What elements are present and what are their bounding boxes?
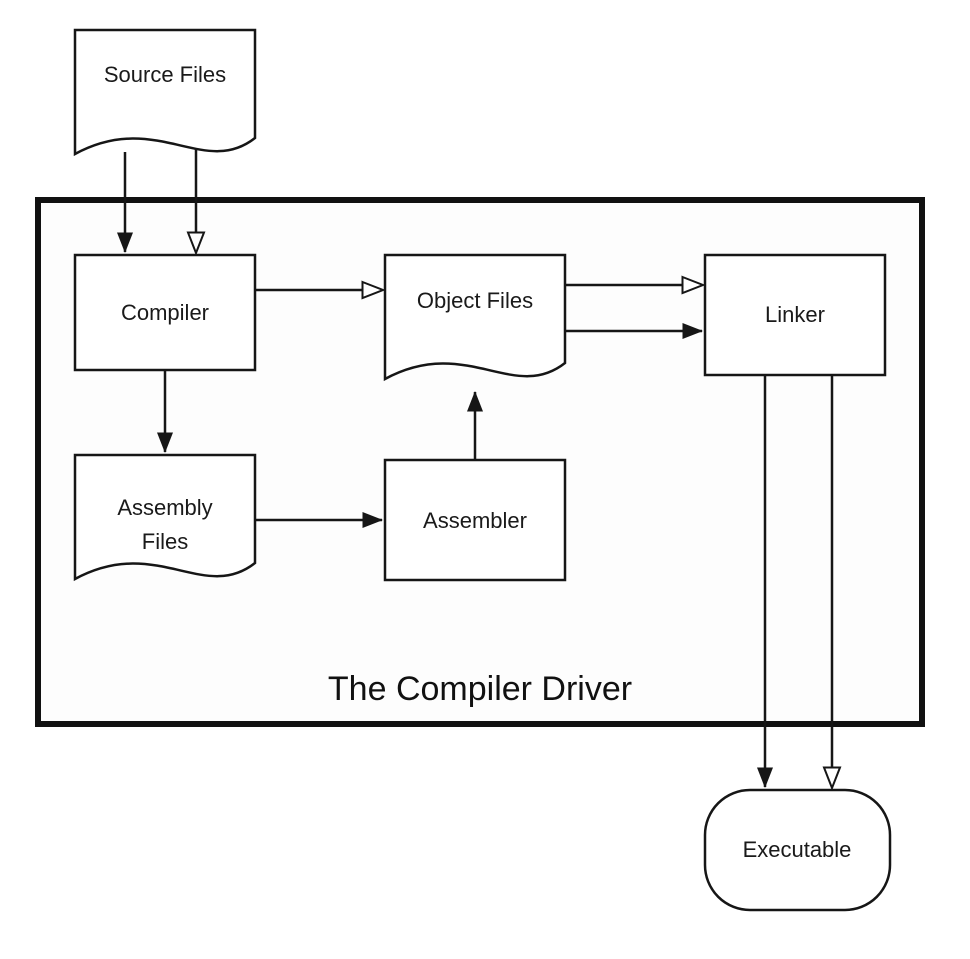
object-files-label: Object Files bbox=[417, 288, 533, 313]
linker-label: Linker bbox=[765, 302, 825, 327]
linker-shape bbox=[703, 253, 887, 377]
node-assembler: Assembler bbox=[383, 458, 567, 582]
source-files-shape bbox=[73, 28, 257, 157]
node-object-files: Object Files bbox=[383, 253, 567, 382]
executable-label: Executable bbox=[743, 837, 852, 862]
object-files-shape bbox=[383, 253, 567, 382]
node-assembly-files: Assembly Files bbox=[73, 453, 257, 582]
diagram-edges bbox=[117, 140, 842, 791]
source-files-label: Source Files bbox=[104, 62, 226, 87]
assembly-files-shape bbox=[73, 453, 257, 582]
assembly-files-label-line1: Assembly bbox=[117, 495, 212, 520]
node-compiler: Compiler bbox=[73, 253, 257, 372]
compiler-shape bbox=[73, 253, 257, 372]
assembler-label: Assembler bbox=[423, 508, 527, 533]
assembler-shape bbox=[383, 458, 567, 582]
compiler-label: Compiler bbox=[121, 300, 209, 325]
executable-shape bbox=[703, 788, 892, 912]
assembly-files-label-line2: Files bbox=[142, 529, 188, 554]
node-linker: Linker bbox=[703, 253, 887, 377]
node-source-files: Source Files bbox=[73, 28, 257, 157]
diagram-title: The Compiler Driver bbox=[328, 670, 632, 708]
node-executable: Executable bbox=[703, 788, 892, 912]
